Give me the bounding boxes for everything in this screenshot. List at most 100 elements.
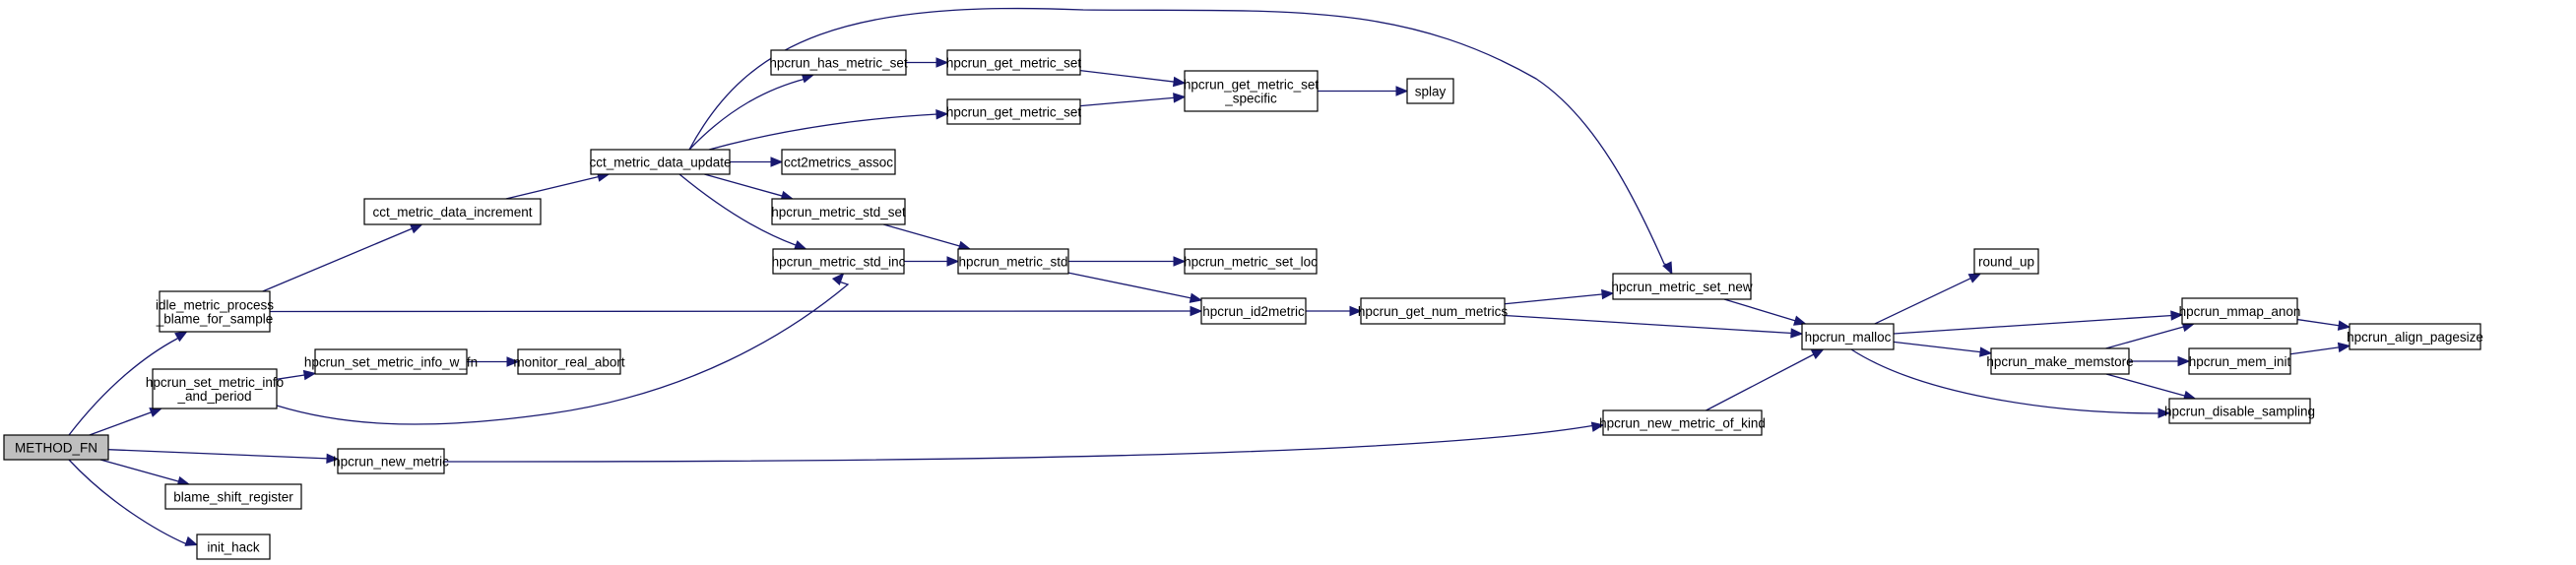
function-node[interactable]: cct_metric_data_increment	[363, 198, 542, 225]
function-node[interactable]: blame_shift_register	[164, 483, 302, 510]
call-edge	[688, 73, 815, 151]
node-label: _specific	[1224, 92, 1277, 106]
call-edge	[2289, 342, 2351, 355]
arrowhead-icon	[149, 408, 163, 417]
function-node[interactable]: hpcrun_get_num_metrics	[1358, 297, 1509, 325]
function-node[interactable]: hpcrun_set_metric_info_and_period	[146, 368, 284, 409]
call-edge	[730, 157, 784, 167]
arrowhead-icon	[1790, 328, 1804, 339]
arrowhead-icon	[2157, 408, 2171, 418]
edge-line	[2105, 326, 2185, 349]
function-node[interactable]: hpcrun_mmap_anon	[2179, 297, 2301, 325]
arrowhead-icon	[1601, 288, 1615, 300]
edge-line	[1850, 348, 2160, 414]
edge-line	[704, 173, 784, 197]
call-edge	[505, 171, 611, 200]
node-box	[2349, 323, 2481, 350]
arrowhead-icon	[1173, 93, 1187, 103]
function-node[interactable]: hpcrun_mem_init	[2188, 347, 2291, 375]
function-node[interactable]: hpcrun_get_metric_set	[946, 98, 1082, 125]
node-label: cct_metric_data_update	[589, 156, 731, 170]
function-node[interactable]: round_up	[1973, 248, 2039, 275]
function-node[interactable]: hpcrun_metric_set_loc	[1184, 248, 1318, 275]
call-edge	[704, 173, 795, 201]
node-label: hpcrun_mem_init	[2189, 354, 2291, 369]
arrowhead-icon	[1662, 261, 1673, 276]
call-edge	[2105, 373, 2197, 401]
arrowhead-icon	[409, 223, 423, 234]
edge-line	[1706, 353, 1815, 411]
function-node[interactable]: hpcrun_id2metric	[1200, 297, 1307, 325]
function-node[interactable]: hpcrun_metric_std_inc	[772, 248, 906, 275]
function-node[interactable]: hpcrun_set_metric_info_w_fn	[304, 348, 478, 375]
node-box	[2188, 347, 2291, 375]
node-box	[3, 434, 109, 461]
arrowhead-icon	[1810, 348, 1825, 359]
function-node[interactable]: hpcrun_get_metric_set_specific	[1184, 70, 1320, 112]
edge-line	[1893, 314, 2173, 335]
node-box	[772, 248, 905, 275]
function-node[interactable]: hpcrun_make_memstore	[1986, 347, 2134, 375]
arrowhead-icon	[1978, 346, 1993, 357]
function-node[interactable]: hpcrun_new_metric_of_kind	[1599, 409, 1766, 436]
function-node[interactable]: hpcrun_has_metric_set	[769, 49, 908, 76]
node-box	[1184, 248, 1318, 275]
root-function-node[interactable]: METHOD_FN	[3, 434, 109, 461]
function-node[interactable]: idle_metric_process_blame_for_sample	[156, 290, 275, 333]
arrowhead-icon	[174, 331, 188, 343]
arrowhead-icon	[946, 256, 960, 267]
edge-line	[276, 374, 306, 380]
function-node[interactable]: splay	[1406, 78, 1454, 104]
function-node[interactable]: hpcrun_get_metric_set	[946, 49, 1082, 76]
node-label: init_hack	[207, 540, 260, 555]
arrowhead-icon	[2337, 342, 2351, 353]
call-edge	[2296, 318, 2351, 331]
node-box	[164, 483, 302, 510]
function-node[interactable]: monitor_real_abort	[513, 348, 625, 375]
edge-line	[1504, 314, 1793, 335]
node-label: hpcrun_mmap_anon	[2179, 304, 2301, 319]
call-edge	[1068, 256, 1187, 267]
edge-line	[2289, 346, 2341, 355]
call-edge	[1874, 273, 1982, 325]
function-node[interactable]: hpcrun_metric_set_new	[1611, 273, 1753, 300]
call-edge	[906, 57, 949, 68]
call-edge	[89, 408, 163, 436]
edge-line	[688, 7, 1668, 266]
node-box	[1360, 297, 1506, 325]
node-label: hpcrun_metric_std_inc	[772, 255, 906, 270]
node-box	[314, 348, 468, 375]
function-node[interactable]: hpcrun_metric_std	[957, 248, 1069, 275]
function-node[interactable]: init_hack	[196, 534, 271, 560]
arrowhead-icon	[1189, 292, 1203, 303]
function-node[interactable]: hpcrun_metric_std_set	[771, 198, 906, 225]
edge-line	[688, 77, 807, 151]
arrowhead-icon	[1395, 86, 1409, 96]
function-node[interactable]: cct_metric_data_update	[589, 149, 732, 175]
call-edge	[107, 449, 340, 465]
node-label: hpcrun_get_metric_set	[1184, 78, 1320, 93]
arrowhead-icon	[2337, 320, 2351, 331]
arrowhead-icon	[1967, 273, 1982, 283]
edge-line	[443, 424, 1596, 463]
call-edge	[276, 273, 850, 425]
call-edge	[1318, 86, 1409, 96]
function-node[interactable]: cct2metrics_assoc	[781, 149, 896, 175]
call-edge	[1850, 348, 2171, 418]
node-label: hpcrun_align_pagesize	[2347, 330, 2483, 345]
node-label: hpcrun_get_metric_set	[946, 56, 1082, 71]
function-node[interactable]: hpcrun_disable_sampling	[2164, 398, 2315, 424]
node-box	[1184, 70, 1319, 112]
arrowhead-icon	[184, 535, 199, 546]
node-box	[337, 448, 445, 474]
node-label: hpcrun_metric_std_set	[771, 205, 906, 220]
function-node[interactable]: hpcrun_align_pagesize	[2347, 323, 2483, 350]
node-label: hpcrun_malloc	[1805, 330, 1892, 345]
node-label: hpcrun_metric_set_loc	[1184, 255, 1318, 270]
node-box	[770, 49, 907, 76]
function-node[interactable]: hpcrun_malloc	[1801, 323, 1895, 350]
function-node[interactable]: hpcrun_new_metric	[333, 448, 449, 474]
arrowhead-icon	[793, 240, 807, 250]
call-edge	[262, 223, 423, 292]
